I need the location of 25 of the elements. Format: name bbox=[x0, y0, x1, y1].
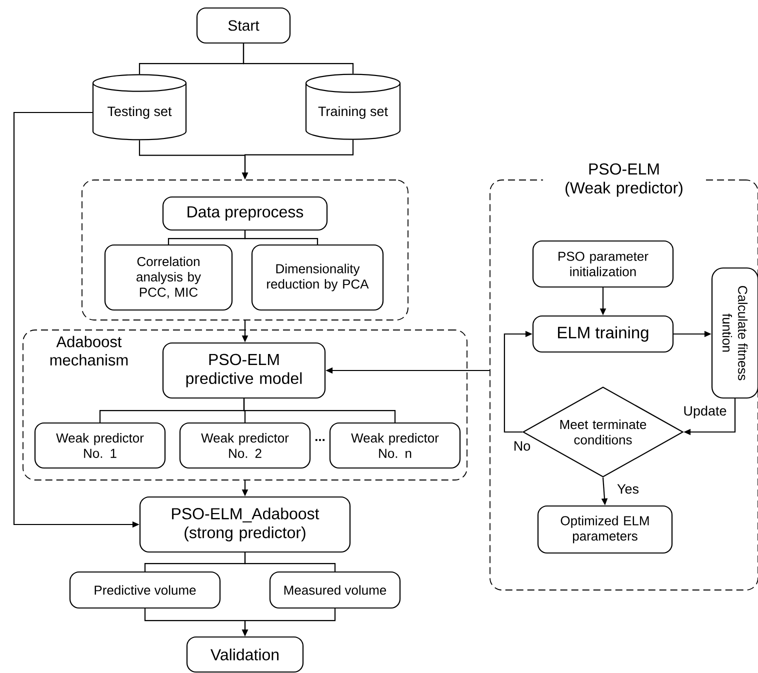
process-box: PSO parameter initialization bbox=[532, 240, 674, 288]
process-box: Correlation analysis by PCC, MIC bbox=[104, 244, 233, 311]
ellipsis-label: ... bbox=[315, 439, 325, 441]
database-cylinder: Training set bbox=[305, 74, 401, 140]
start-terminal: Start bbox=[196, 7, 291, 44]
edge-label: Update bbox=[682, 404, 728, 420]
process-box: Calculate fitness funtion bbox=[711, 267, 758, 399]
process-box: Data preprocess bbox=[162, 196, 328, 231]
connector-line bbox=[244, 552, 336, 572]
connector-line bbox=[243, 398, 396, 422]
process-box: Measured volume bbox=[269, 571, 401, 609]
process-box: Dimensionality reduction by PCA bbox=[251, 244, 384, 311]
connector-line bbox=[244, 230, 318, 244]
process-box: Optimized ELM parameters bbox=[537, 505, 673, 554]
database-cylinder: Testing set bbox=[92, 74, 187, 140]
terminal-box: Validation bbox=[186, 636, 304, 673]
process-box: PSO-ELM_Adaboost (strong predictor) bbox=[139, 496, 351, 553]
process-box: Weak predictor No. 2 bbox=[179, 422, 311, 469]
process-box: ELM training bbox=[532, 315, 674, 353]
process-box: PSO-ELM predictive model bbox=[162, 342, 326, 399]
process-box: Weak predictor No. 1 bbox=[34, 422, 166, 469]
connector-line bbox=[242, 44, 354, 74]
process-box: Weak predictor No. n bbox=[329, 422, 461, 469]
edge-label: Yes bbox=[616, 483, 640, 495]
process-box: Predictive volume bbox=[69, 571, 221, 609]
